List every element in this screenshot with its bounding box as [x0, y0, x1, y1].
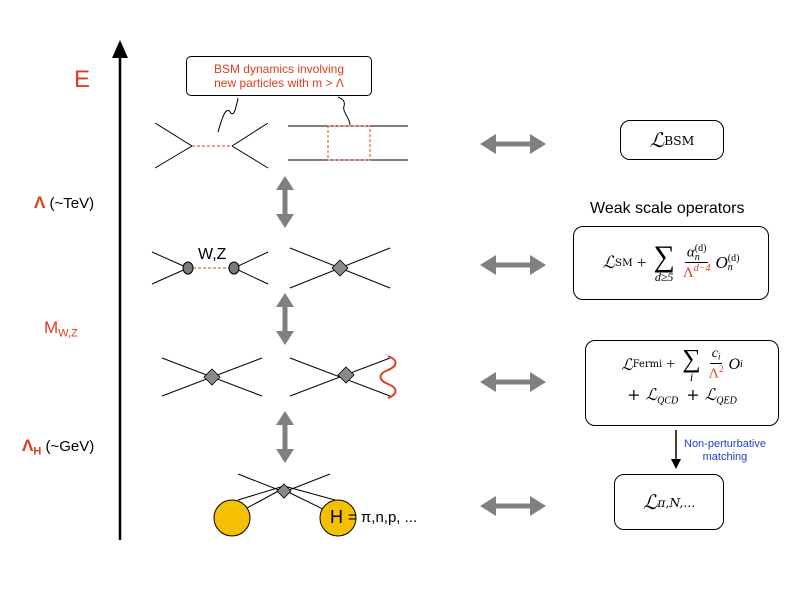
photon-wavy-line — [379, 355, 397, 399]
horizontal-double-arrow-2 — [480, 255, 546, 275]
sum-operator: ∑ i — [682, 343, 701, 384]
qcd-lagrangian: + ℒ — [627, 385, 658, 405]
qed-subscript: QED — [716, 395, 737, 407]
hadron-diagram — [213, 473, 357, 537]
vertical-double-arrow-1 — [276, 176, 294, 228]
fermi-diagram-left — [161, 357, 263, 397]
fermi-line-2: + ℒQCD + ℒQED — [586, 385, 778, 407]
callout-pointer-left — [217, 97, 239, 133]
lambda-exponent: 2 — [718, 363, 724, 374]
scale-label-tev: Λ (~TeV) — [34, 193, 94, 213]
plus-sign: + — [636, 253, 647, 272]
bsm-callout-box: BSM dynamics involving new particles wit… — [186, 56, 372, 96]
alpha-superscript: (d) — [694, 243, 707, 254]
alpha-symbol: α — [686, 244, 695, 261]
callout-line-1: BSM dynamics involving — [213, 62, 345, 76]
scale-suffix: (~GeV) — [41, 438, 95, 455]
hadron-list: = π,n,p, ... — [348, 509, 418, 526]
lagrangian-subscript: π,N,... — [657, 494, 696, 510]
lagrangian-subscript: SM — [614, 257, 633, 269]
vertical-double-arrow-3 — [276, 411, 294, 463]
sum-limit: d≥5 — [654, 270, 674, 284]
lambda-h-symbol: Λ — [22, 436, 34, 455]
wz-boson-label: W,Z — [198, 246, 227, 263]
coupling-fraction: ci Λ2 — [707, 346, 726, 383]
nonperturbative-arrow — [671, 430, 681, 469]
mass-symbol: M — [44, 318, 59, 337]
operator-superscript: (d) — [727, 253, 740, 264]
hadron-blob-right — [319, 499, 357, 537]
scale-label-mwz: MW,Z — [44, 318, 78, 339]
sum-sigma: ∑ — [682, 343, 701, 373]
operator-symbol: O — [715, 253, 728, 272]
alpha-subscript: n — [694, 252, 700, 263]
sum-sigma: ∑ — [653, 240, 675, 273]
nonperturbative-line-1: Non-perturbative — [684, 438, 766, 450]
hadron-symbol: H — [330, 507, 343, 527]
sum-operator: ∑ d≥5 — [653, 240, 675, 284]
fermi-diagram-right — [289, 355, 397, 399]
lagrangian-symbol: ℒ — [621, 355, 633, 375]
horizontal-double-arrow-3 — [480, 372, 546, 392]
coupling-subscript: i — [717, 351, 721, 362]
energy-axis-label: E — [74, 66, 91, 93]
lagrangian-symbol: ℒ — [649, 128, 665, 152]
lagrangian-subscript: BSM — [664, 132, 695, 148]
nonperturbative-label: Non-perturbative matching — [684, 438, 766, 464]
horizontal-double-arrow-4 — [480, 496, 546, 516]
weak-scale-title: Weak scale operators — [590, 200, 745, 217]
operator-symbol: O — [728, 355, 741, 373]
lagrangian-symbol: ℒ — [642, 490, 658, 514]
lambda-symbol: Λ — [34, 193, 46, 212]
coupling-symbol: c — [711, 346, 718, 361]
bsm-diagram-left — [154, 122, 269, 169]
nonperturbative-line-2: matching — [702, 451, 748, 463]
qed-lagrangian: + ℒ — [686, 385, 717, 405]
vertical-double-arrow-2 — [276, 293, 294, 345]
sm-diagram-right — [289, 247, 391, 289]
lagrangian-subscript: Fermi — [632, 359, 663, 371]
operator-subscript: i — [740, 359, 743, 371]
qcd-subscript: QCD — [657, 395, 679, 407]
sum-limit: i — [689, 369, 694, 384]
scale-label-gev: ΛH (~GeV) — [22, 436, 94, 457]
lambda-exponent: d−4 — [693, 263, 711, 274]
horizontal-double-arrow-1 — [480, 134, 546, 154]
scale-suffix: (~TeV) — [45, 195, 95, 212]
sm-diagram-left — [151, 251, 269, 285]
callout-pointer-right — [337, 96, 351, 126]
lambda-denominator: Λ — [682, 265, 694, 281]
hadron-blob-left — [213, 499, 251, 537]
coupling-fraction: α(d)n Λd−4 — [681, 244, 713, 282]
plus-sign: + — [666, 355, 676, 373]
operator-subscript: n — [727, 262, 733, 273]
energy-axis-arrowhead — [112, 40, 128, 58]
lambda-h-subscript: H — [33, 445, 42, 458]
lambda-denominator: Λ — [708, 366, 719, 382]
mass-subscript: W,Z — [58, 327, 78, 340]
lagrangian-symbol: ℒ — [602, 253, 615, 273]
callout-line-2: new particles with m > Λ — [214, 76, 344, 90]
bsm-diagram-right — [288, 125, 408, 161]
